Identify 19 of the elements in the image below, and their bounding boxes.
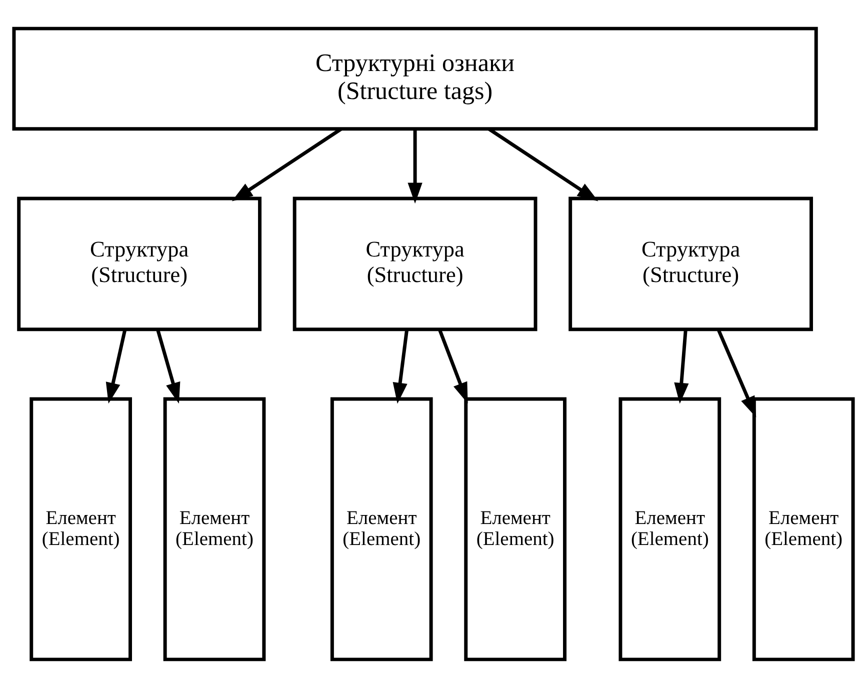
- arrow: [156, 328, 180, 404]
- node-box: Елемент (Element): [464, 396, 566, 661]
- arrow: [438, 328, 468, 403]
- arrow: [674, 328, 689, 404]
- arrow: [408, 128, 422, 204]
- arrow: [716, 328, 756, 417]
- node-box: Елемент (Element): [30, 396, 132, 661]
- node-box: Структура (Structure): [568, 196, 813, 331]
- arrow: [488, 127, 598, 201]
- node-box: Структура (Structure): [17, 196, 262, 331]
- node-box: Структурні ознаки (Structure tags): [12, 26, 818, 130]
- arrow: [106, 328, 127, 404]
- node-box: Елемент (Element): [618, 396, 722, 661]
- arrow: [392, 328, 409, 404]
- node-box: Елемент (Element): [752, 396, 855, 661]
- arrow: [232, 127, 342, 201]
- node-box: Елемент (Element): [330, 396, 433, 661]
- node-box: Структура (Structure): [292, 196, 538, 331]
- node-box: Елемент (Element): [163, 396, 266, 661]
